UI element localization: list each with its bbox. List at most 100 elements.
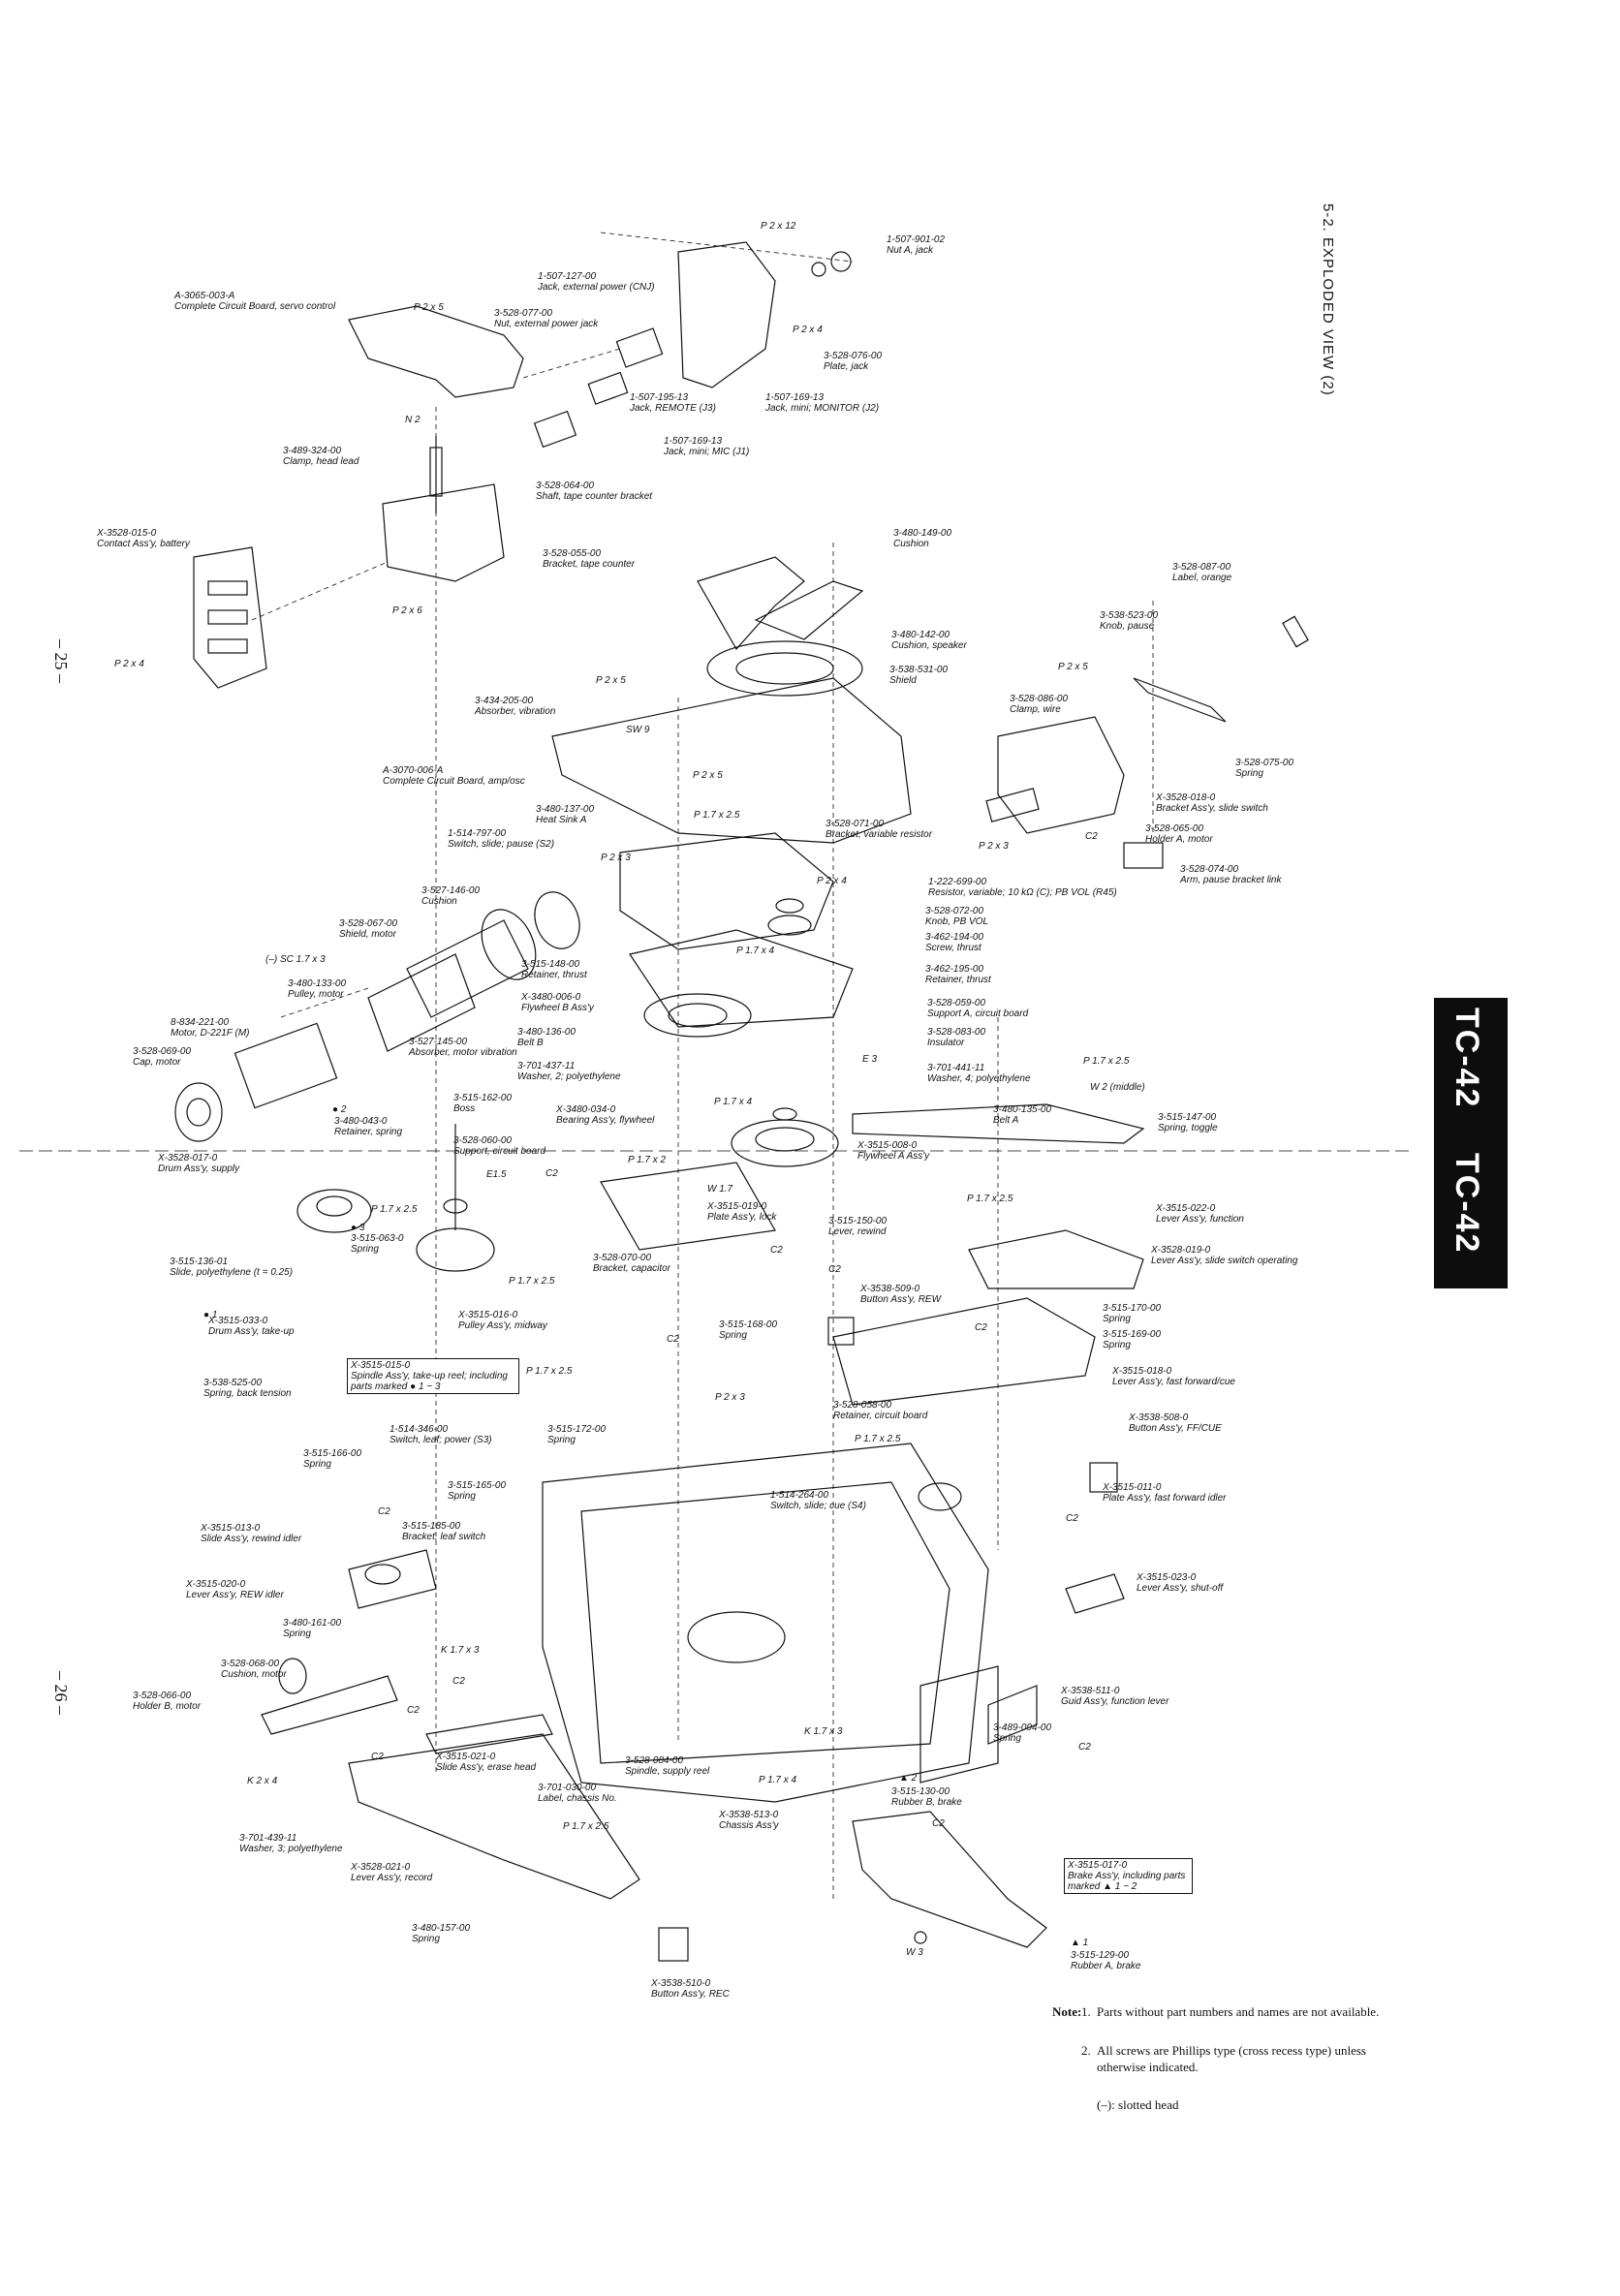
hardware-label: P 2 x 3 [715,1392,745,1403]
hardware-label: C2 [452,1676,465,1687]
hardware-label: C2 [667,1334,679,1345]
chassis [542,1443,989,1803]
motor-body [234,1022,338,1109]
pause-knob [1133,677,1227,723]
hardware-label: SW 9 [626,725,650,735]
hardware-label: P 1.7 x 4 [736,946,775,956]
hardware-label: C2 [371,1752,384,1762]
hardware-label: P 2 x 5 [596,675,626,686]
flywheel-b [643,993,752,1038]
hardware-label: P 2 x 4 [817,876,847,886]
brake-assembly [852,1811,1047,1948]
hardware-label: P 1.7 x 2.5 [526,1366,573,1377]
shutoff-lever [1065,1573,1125,1614]
hardware-label: ▲ 2 [899,1773,918,1784]
hardware-label: P 2 x 5 [1058,662,1088,672]
hardware-label: ● 1 [203,1310,218,1320]
motor-holder-b [261,1675,398,1735]
hardware-label: C2 [545,1168,558,1179]
note-item-1: 1. Parts without part numbers and names … [1081,2004,1380,2019]
rec-button [658,1927,689,1962]
note-item-2: 2. All screws are Phillips type (cross r… [1081,2043,1366,2074]
supply-drum [296,1189,372,1233]
ff-cue-button [1089,1462,1118,1493]
lock-plate [600,1162,776,1251]
hardware-label: E 3 [862,1054,878,1065]
hardware-label: E1.5 [486,1169,507,1180]
hardware-label: P 2 x 3 [979,841,1009,852]
takeup-spindle [416,1227,495,1272]
tape-counter-bracket [382,483,505,582]
hardware-label: (–) SC 1.7 x 3 [265,954,326,965]
erase-head-slide [425,1714,553,1754]
hardware-label: P 2 x 5 [693,770,723,781]
function-guide [919,1665,999,1784]
hardware-label: C2 [770,1245,783,1256]
motor-absorber [367,953,476,1052]
motor-cushion [278,1658,307,1694]
motor-shield [406,919,529,1018]
hardware-label: C2 [1078,1742,1091,1753]
hardware-label: C2 [828,1264,841,1275]
hardware-label: C2 [1085,831,1098,842]
rew-button [827,1317,855,1346]
battery-contact [193,546,267,689]
hardware-label: C2 [378,1506,390,1517]
hardware-label: P 1.7 x 2.5 [1083,1056,1130,1067]
record-lever [348,1733,640,1900]
hardware-label: P 1.7 x 2 [628,1155,667,1165]
function-lever [832,1297,1096,1406]
hardware-label: P 2 x 3 [601,853,631,863]
jack-plate [677,241,776,388]
page-number-top: – 25 – [51,639,71,683]
jack-body [615,327,664,368]
hardware-label: ● 3 [351,1223,365,1233]
nut-jack [830,251,852,272]
remote-jack [587,371,629,405]
hardware-label: P 2 x 4 [114,659,144,669]
hardware-label: P 2 x 12 [761,221,796,232]
speaker-cushion [706,640,863,697]
hardware-label: P 1.7 x 2.5 [855,1434,901,1444]
